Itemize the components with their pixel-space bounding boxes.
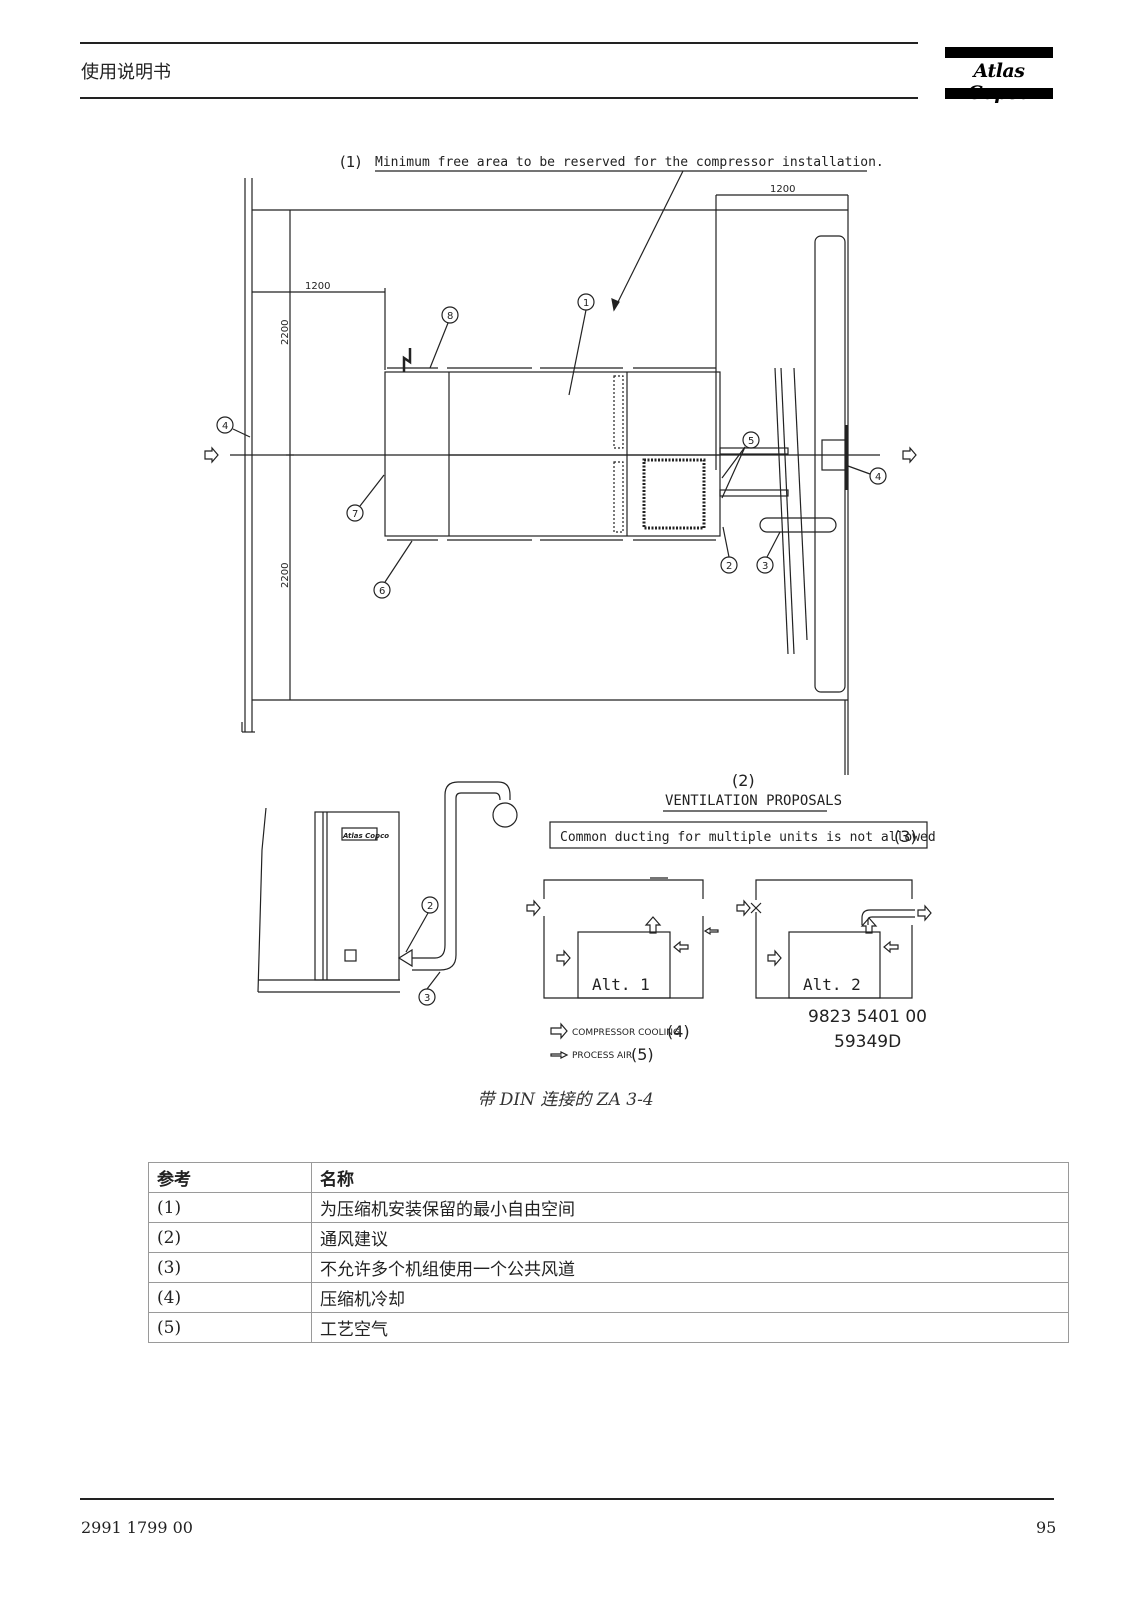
alt-2-diagram [736, 879, 932, 999]
alt-2-label: Alt. 2 [803, 975, 861, 994]
callout-6: 6 [379, 586, 385, 597]
dimension-upper: 2200 [280, 320, 291, 345]
callout-4-right: 4 [875, 472, 881, 483]
table-cell-name: 压缩机冷却 [311, 1282, 1069, 1313]
label-1-number: (1) [340, 153, 361, 171]
header-rule-bottom [80, 97, 918, 99]
page-number: 95 [1036, 1518, 1057, 1537]
table-row: (3) 不允许多个机组使用一个公共风道 [148, 1252, 1069, 1283]
table-cell-name: 不允许多个机组使用一个公共风道 [311, 1252, 1069, 1283]
drawing-number: 9823 5401 00 [808, 1007, 927, 1027]
callout-3-side: 3 [424, 993, 430, 1004]
label-3-box [549, 821, 928, 849]
header-reference: 参考 [148, 1162, 312, 1193]
label-3-number: (3) [894, 827, 917, 846]
process-air-arrow-icon [550, 1051, 569, 1059]
callout-8: 8 [447, 311, 453, 322]
header-rule-top [80, 42, 918, 44]
table-cell-ref: (3) [148, 1252, 312, 1283]
label-1-text: Minimum free area to be reserved for the… [375, 155, 884, 170]
legend-cooling: COMPRESSOR COOLING [572, 1028, 680, 1038]
table-row: (4) 压缩机冷却 [148, 1282, 1069, 1313]
callouts: 1 8 4 7 6 5 2 3 4 [216, 293, 887, 599]
table-cell-name: 为压缩机安装保留的最小自由空间 [311, 1192, 1069, 1223]
power-icon [402, 348, 412, 372]
dimension-left: 1200 [305, 281, 330, 292]
figure-caption: 带 DIN 连接的 ZA 3-4 [477, 1090, 654, 1110]
logo-bar-bottom [945, 88, 1053, 99]
compressor-unit [384, 367, 721, 541]
table-row: (2) 通风建议 [148, 1222, 1069, 1253]
alt-1-diagram [526, 877, 719, 999]
table-row: (5) 工艺空气 [148, 1312, 1069, 1343]
small-logo: Atlas Copco [342, 832, 389, 840]
callout-2-side: 2 [427, 901, 433, 912]
document-number: 2991 1799 00 [81, 1518, 193, 1537]
header-name: 名称 [311, 1162, 1069, 1193]
side-view: Atlas Copco 2 3 [257, 781, 518, 1006]
atlas-copco-logo: Atlas Copco [945, 47, 1053, 104]
label-3-text: Common ducting for multiple units is not… [560, 830, 936, 845]
dimension-lower: 2200 [280, 563, 291, 588]
drawing-revision: 59349D [834, 1032, 901, 1052]
ventilation-ducts [719, 235, 849, 693]
document-title: 使用说明书 [81, 62, 171, 83]
installation-drawing: (1) Minimum free area to be reserved for… [204, 153, 936, 1064]
table-row: (1) 为压缩机安装保留的最小自由空间 [148, 1192, 1069, 1223]
table-cell-name: 通风建议 [311, 1222, 1069, 1253]
callout-4-left: 4 [222, 421, 228, 432]
table-cell-ref: (5) [148, 1312, 312, 1343]
alt-1-label: Alt. 1 [592, 975, 650, 994]
cooling-arrow-icon [550, 1022, 568, 1040]
table-cell-ref: (2) [148, 1222, 312, 1253]
leader-arrowhead [611, 298, 620, 312]
table-header-row: 参考 名称 [148, 1162, 1069, 1193]
table-cell-ref: (1) [148, 1192, 312, 1223]
outlet-arrow-icon [902, 446, 917, 464]
callout-1: 1 [583, 298, 589, 309]
footer-rule [80, 1498, 1054, 1500]
table-cell-name: 工艺空气 [311, 1312, 1069, 1343]
label-2-number: (2) [732, 771, 755, 790]
callout-2: 2 [726, 561, 732, 572]
legend-process-number: (5) [631, 1045, 654, 1064]
callout-7: 7 [352, 509, 358, 520]
legend-process: PROCESS AIR [572, 1051, 632, 1061]
dimension-top: 1200 [770, 184, 795, 195]
table-cell-ref: (4) [148, 1282, 312, 1313]
reference-table: 参考 名称 (1) 为压缩机安装保留的最小自由空间 (2) 通风建议 (3) 不… [148, 1162, 1069, 1343]
legend-cooling-number: (4) [667, 1022, 690, 1041]
room-outline [241, 178, 849, 775]
label-2-text: VENTILATION PROPOSALS [665, 793, 842, 809]
label-1-leader [613, 170, 684, 311]
callout-5: 5 [748, 436, 754, 447]
inlet-arrow-icon [204, 446, 219, 464]
callout-3: 3 [762, 561, 768, 572]
logo-bar-top [945, 47, 1053, 58]
